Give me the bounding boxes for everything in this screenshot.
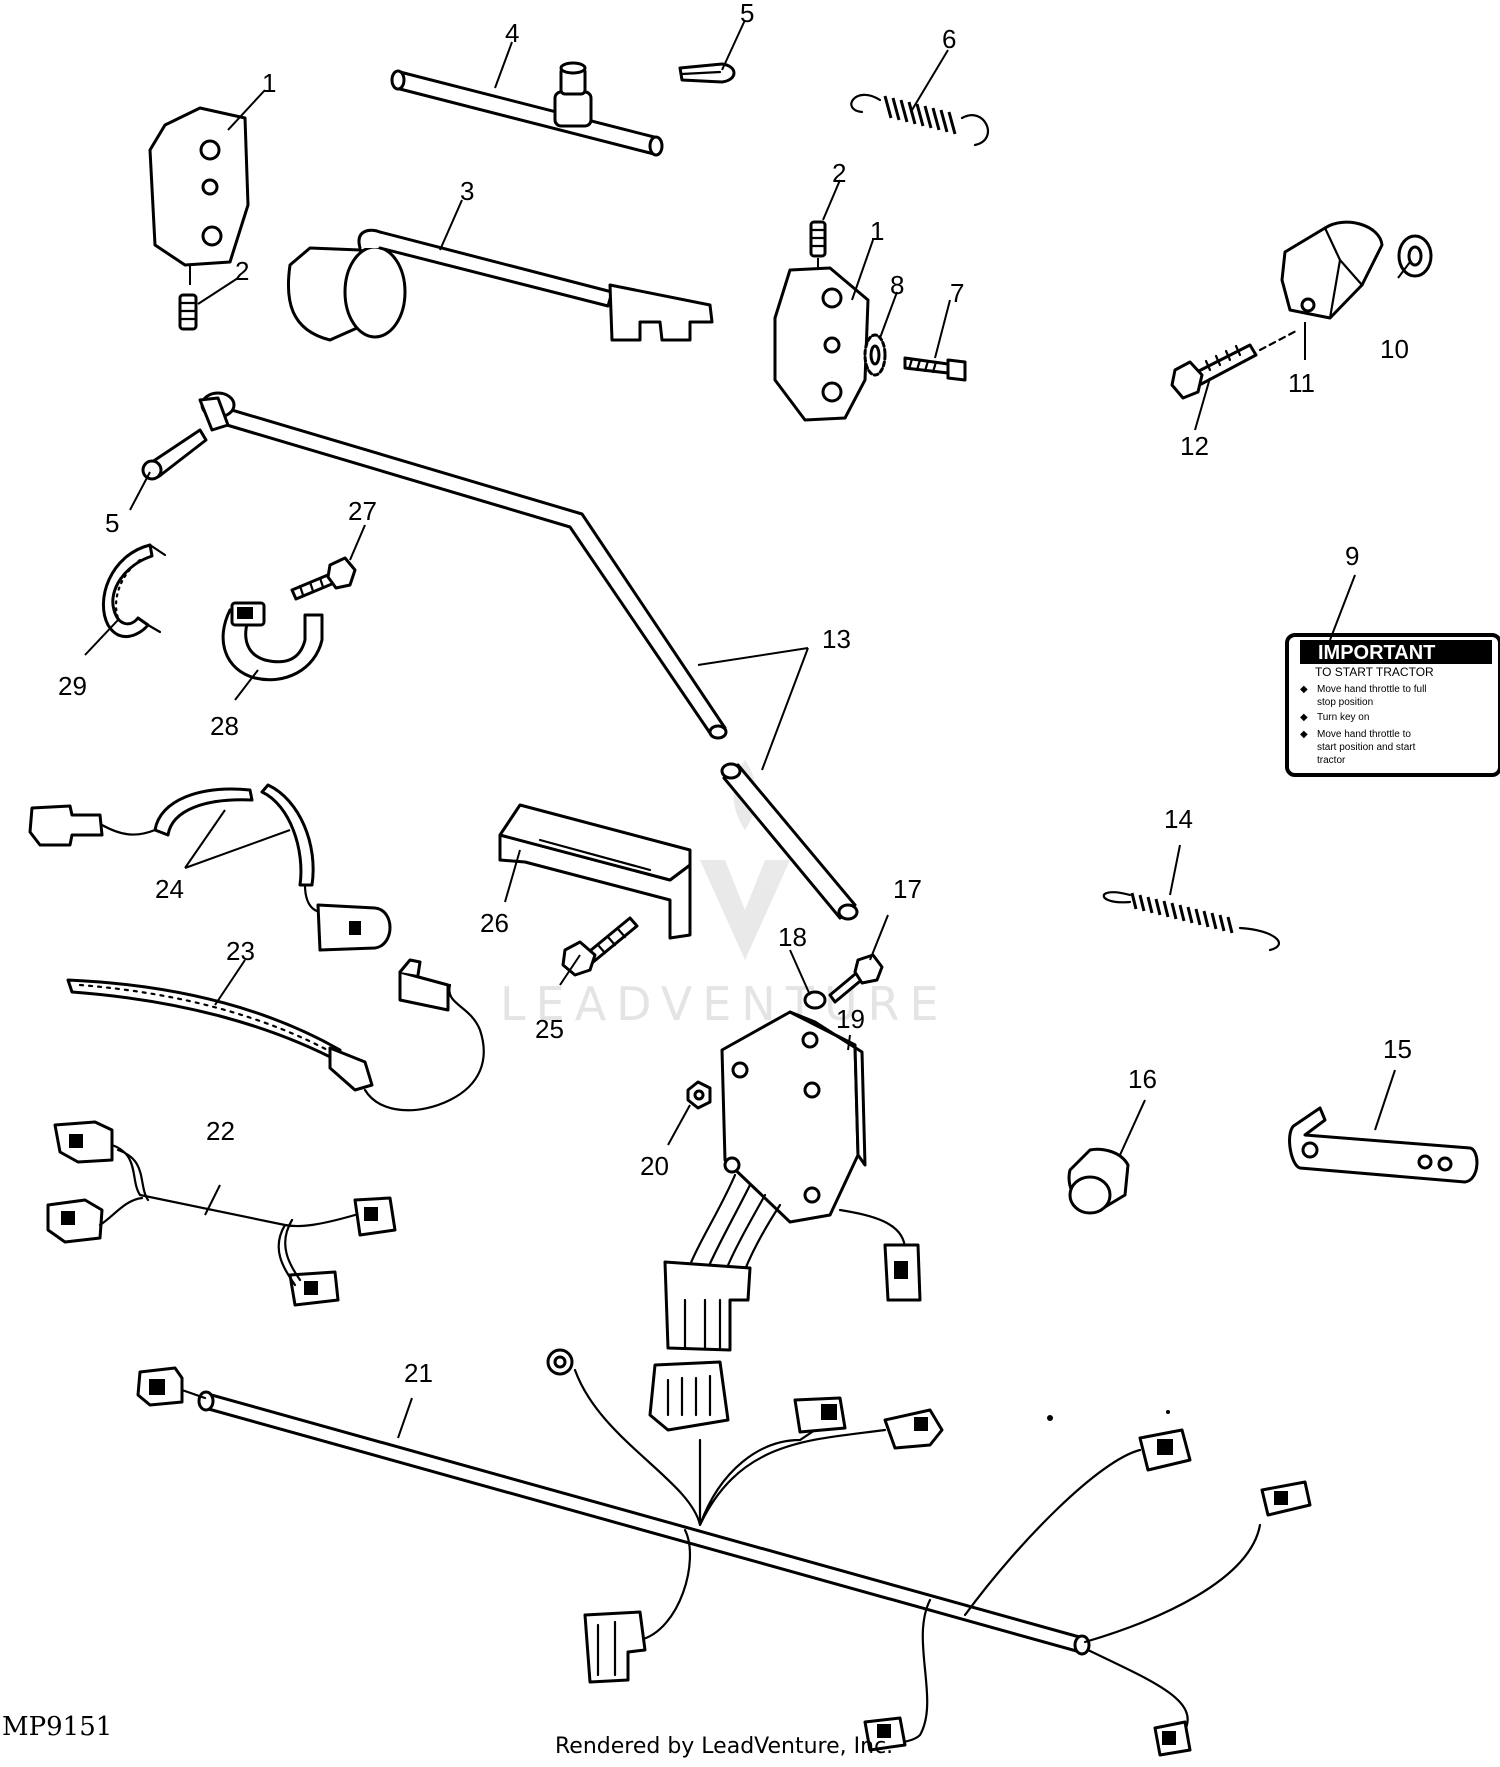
watermark-text: LEADVENTURE [500, 977, 949, 1031]
part-22-jumper-harness[interactable] [46, 1120, 397, 1307]
part-11-switch[interactable] [1280, 220, 1384, 320]
part-2-setscrew-right[interactable] [809, 220, 827, 272]
callout-9: 9 [1345, 541, 1359, 571]
decal-bullet-3: ◆ [1300, 729, 1308, 740]
leader-lines [84, 19, 1411, 1439]
part-21-main-harness[interactable] [136, 1348, 1312, 1757]
part-6-spring[interactable] [850, 93, 989, 147]
part-24-wire-lead[interactable] [28, 783, 392, 952]
callout-24: 24 [155, 874, 184, 904]
rendered-by-credit: Rendered by LeadVenture, Inc. [555, 1734, 893, 1759]
part-25-screw[interactable] [561, 916, 639, 977]
callout-14: 14 [1164, 804, 1193, 834]
callout-8: 8 [890, 270, 904, 300]
callout-19: 19 [836, 1004, 865, 1034]
part-20-nut[interactable] [686, 1080, 712, 1110]
callout-1b: 1 [870, 216, 884, 246]
decal-line-3: stop position [1317, 697, 1373, 708]
part-19-module[interactable] [663, 1010, 922, 1352]
callout-13: 13 [822, 624, 851, 654]
part-12-hex-bolt[interactable] [1170, 328, 1300, 400]
callout-20: 20 [640, 1151, 669, 1181]
print-dot [1047, 1415, 1053, 1421]
part-5-cotter-pin-top[interactable] [678, 62, 736, 84]
part-23-cable-tie[interactable] [66, 958, 485, 1112]
part-3-solenoid[interactable] [286, 228, 714, 342]
callout-2b: 2 [832, 158, 846, 188]
callout-3: 3 [460, 176, 474, 206]
part-1-flange-left[interactable] [148, 106, 250, 285]
callout-15: 15 [1383, 1034, 1412, 1064]
part-28-p-clamp[interactable] [221, 601, 324, 682]
callout-17: 17 [893, 874, 922, 904]
part-13-throttle-rod[interactable] [198, 391, 859, 921]
decal-line-7: tractor [1317, 755, 1346, 766]
callout-25: 25 [535, 1014, 564, 1044]
part-7-screw[interactable] [903, 356, 967, 382]
callout-labels: 1 2 4 5 6 3 2 1 8 7 10 11 12 5 27 29 28 … [58, 0, 1412, 1388]
callout-22: 22 [206, 1116, 235, 1146]
callout-26: 26 [480, 908, 509, 938]
part-1-flange-right[interactable] [773, 266, 870, 422]
callout-16: 16 [1128, 1064, 1157, 1094]
part-14-spring[interactable] [1102, 891, 1280, 952]
decal-line-2: Move hand throttle to full [1317, 684, 1427, 695]
callout-7: 7 [950, 278, 964, 308]
part-8-star-washer[interactable] [863, 333, 887, 377]
callout-1a: 1 [262, 68, 276, 98]
part-5-cotter-pin-left[interactable] [141, 428, 208, 481]
part-2-setscrew-left[interactable] [178, 293, 198, 331]
callout-21: 21 [404, 1358, 433, 1388]
decal-line-5: Move hand throttle to [1317, 729, 1411, 740]
part-15-l-bracket[interactable] [1288, 1106, 1479, 1184]
callout-6: 6 [942, 24, 956, 54]
part-4-pivot-rod[interactable] [390, 61, 664, 157]
decal-bullet-2: ◆ [1300, 712, 1308, 723]
callout-5a: 5 [740, 0, 754, 28]
decal-line-4: Turn key on [1317, 712, 1369, 723]
part-27-screw[interactable] [290, 556, 357, 601]
callout-2a: 2 [235, 256, 249, 286]
decal-heading: IMPORTANT [1318, 642, 1435, 664]
figure-id: MP9151 [2, 1712, 112, 1742]
callout-4: 4 [505, 18, 519, 48]
part-29-band-clamp[interactable] [102, 543, 167, 638]
callout-5b: 5 [105, 508, 119, 538]
part-18-lock-washer[interactable] [803, 990, 827, 1010]
decal-line-6: start position and start [1317, 742, 1416, 753]
callout-27: 27 [348, 496, 377, 526]
decal-bullet-1: ◆ [1300, 684, 1308, 695]
leadventure-watermark: LEADVENTURE [500, 760, 949, 1031]
callout-10: 10 [1380, 334, 1409, 364]
print-dot [1166, 1410, 1170, 1414]
callout-18: 18 [778, 922, 807, 952]
callout-12: 12 [1180, 431, 1209, 461]
callout-11: 11 [1288, 368, 1315, 398]
part-16-spacer[interactable] [1067, 1147, 1130, 1215]
callout-23: 23 [226, 936, 255, 966]
callout-28: 28 [210, 711, 239, 741]
decal-line-1: TO START TRACTOR [1315, 665, 1434, 679]
part-26-bracket[interactable] [498, 803, 692, 940]
callout-29: 29 [58, 671, 87, 701]
part-9-warning-decal[interactable]: IMPORTANT TO START TRACTOR ◆ Move hand t… [1285, 633, 1500, 777]
